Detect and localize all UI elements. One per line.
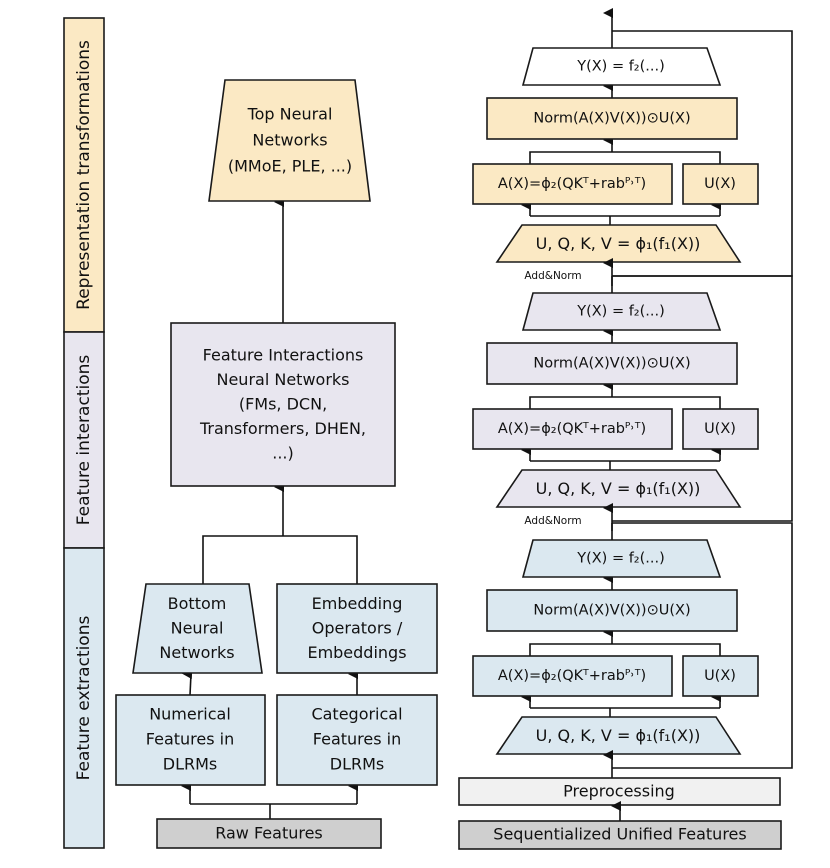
uqkv-projection (495, 716, 742, 755)
merge-connector (529, 396, 721, 409)
attention-label: A(X)=ϕ₂(QKᵀ+rabᴾ˒ᵀ) (498, 176, 646, 192)
top-neural-networks-line: Top Neural (247, 105, 333, 124)
sequentialized-features-box (458, 820, 782, 850)
stage-section (63, 331, 105, 549)
merge-connector (529, 151, 721, 164)
numerical-features-line: DLRMs (163, 755, 218, 774)
feature-interactions-line: Feature Interactions (203, 346, 364, 365)
categorical-features-line: DLRMs (330, 755, 385, 774)
uqkv-label: U, Q, K, V = ϕ₁(f₁(X)) (536, 234, 701, 253)
hstu-diagram: Y(X) = f₂(...) Norm(A(X)V(X))⊙U(X) A(X)=ϕ₂… (458, 8, 793, 850)
u-box (682, 163, 759, 205)
uqkv-projection (495, 469, 742, 508)
feature-interactions-line: (FMs, DCN, (239, 395, 327, 414)
u-box (682, 408, 759, 450)
stage-label: Feature extractions (74, 616, 94, 781)
uqkv-projection (495, 224, 742, 263)
norm-box (486, 589, 738, 632)
feature-interactions-line: Neural Networks (216, 370, 349, 389)
stage-section (63, 547, 105, 849)
norm-label: Norm(A(X)V(X))⊙U(X) (533, 356, 690, 372)
embedding-line: Embeddings (307, 643, 406, 662)
y-output-label: Y(X) = f₂(...) (576, 304, 665, 320)
norm-box (486, 97, 738, 140)
merge-connector (202, 535, 358, 584)
raw-features-box (156, 818, 382, 849)
embedding-line: Embedding (312, 594, 403, 613)
norm-label: Norm(A(X)V(X))⊙U(X) (533, 111, 690, 127)
residual-connection (612, 275, 793, 522)
attention-box (472, 655, 673, 697)
stage-section (63, 17, 105, 333)
attention-box (472, 408, 673, 450)
y-output-label: Y(X) = f₂(...) (576, 59, 665, 75)
y-output-layer (521, 539, 722, 578)
embedding-box (276, 583, 438, 674)
y-output-label: Y(X) = f₂(...) (576, 551, 665, 567)
numerical-features-line: Features in (146, 730, 234, 749)
uqkv-label: U, Q, K, V = ϕ₁(f₁(X)) (536, 726, 701, 745)
stage-label: Feature interactions (74, 355, 94, 526)
u-label: U(X) (704, 668, 736, 684)
top-neural-networks-line: (MMoE, PLE, ...) (228, 157, 352, 176)
add-norm-label: Add&Norm (524, 270, 581, 282)
top-neural-networks-line: Networks (252, 131, 327, 150)
categorical-features-line: Categorical (311, 705, 402, 724)
attention-label: A(X)=ϕ₂(QKᵀ+rabᴾ˒ᵀ) (498, 668, 646, 684)
norm-label: Norm(A(X)V(X))⊙U(X) (533, 603, 690, 619)
attention-label: A(X)=ϕ₂(QKᵀ+rabᴾ˒ᵀ) (498, 421, 646, 437)
preprocessing-label: Preprocessing (563, 782, 675, 801)
numerical-features-box (115, 694, 266, 786)
feature-interactions-box (170, 322, 396, 487)
preprocessing-box (458, 777, 781, 806)
categorical-features-line: Features in (313, 730, 401, 749)
bottom-neural-networks (132, 583, 263, 674)
numerical-features-line: Numerical (149, 705, 231, 724)
feature-interactions-line: Transformers, DHEN, (199, 419, 366, 438)
feature-interactions-line: ...) (272, 444, 294, 463)
add-norm-label: Add&Norm (524, 515, 581, 527)
y-output-layer (521, 292, 722, 331)
u-box (682, 655, 759, 697)
u-label: U(X) (704, 176, 736, 192)
bottom-neural-networks-line: Networks (159, 643, 234, 662)
sequentialized-features-label: Sequentialized Unified Features (493, 825, 746, 844)
uqkv-label: U, Q, K, V = ϕ₁(f₁(X)) (536, 479, 701, 498)
bottom-neural-networks-line: Neural (171, 619, 224, 638)
categorical-features-box (276, 694, 438, 786)
attention-box (472, 163, 673, 205)
stage-label: Representation transformations (74, 40, 94, 310)
raw-features-label: Raw Features (215, 824, 323, 843)
u-label: U(X) (704, 421, 736, 437)
norm-box (486, 342, 738, 385)
arrow-to-bottom-nn (182, 669, 193, 696)
y-output-layer (521, 47, 722, 86)
top-neural-networks (208, 79, 371, 202)
embedding-line: Operators / (312, 619, 403, 638)
merge-connector (529, 643, 721, 656)
bottom-neural-networks-line: Bottom (168, 594, 227, 613)
residual-connection (612, 522, 793, 769)
